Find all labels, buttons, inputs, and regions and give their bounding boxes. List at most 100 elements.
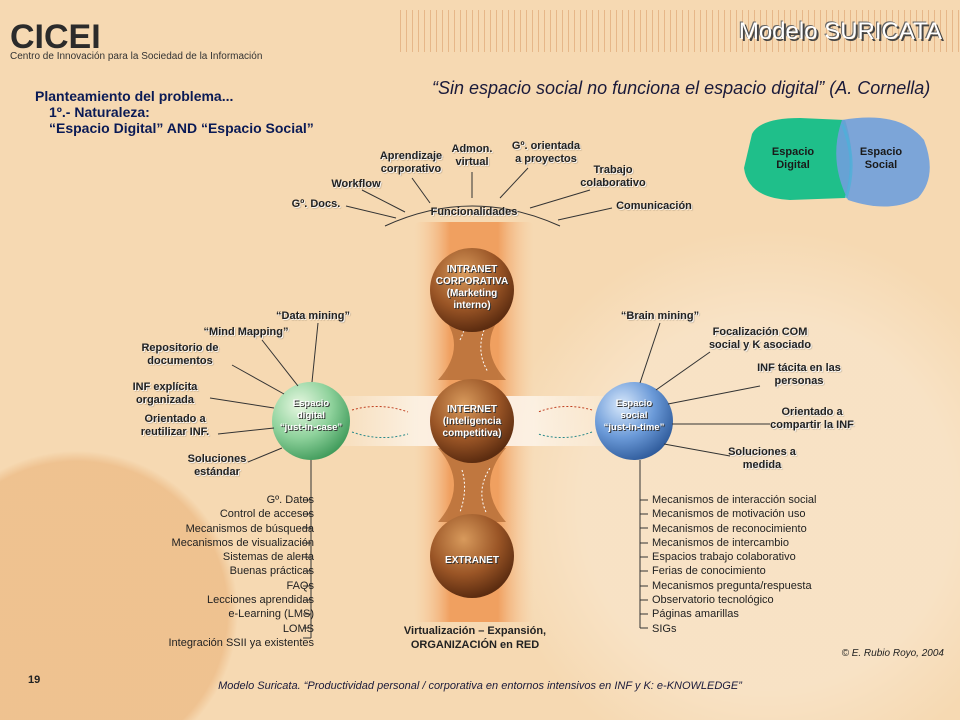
venn-social-l1: Espacio (859, 146, 903, 158)
left-list-item: e-Learning (LMS) (228, 608, 314, 621)
intranet-label: INTRANET CORPORATIVA (Marketing interno) (432, 264, 512, 312)
right-list-item: Espacios trabajo colaborativo (652, 551, 796, 564)
spoke-reutilizar: Orientado a reutilizar INF. (140, 413, 210, 438)
digital-l3: “just-in-case” (279, 422, 343, 433)
extranet-label: EXTRANET (445, 555, 499, 566)
svg-text:CICEI: CICEI (10, 18, 100, 54)
spoke-mind-mapping: “Mind Mapping” (203, 326, 289, 338)
intranet-l4: interno) (453, 300, 491, 311)
spoke-focalizacion: Focalización COM social y K asociado (708, 326, 812, 351)
left-list-item: Buenas prácticas (229, 565, 314, 578)
right-list-item: Mecanismos de intercambio (652, 536, 789, 549)
spoke-inf-tacita: INF tácita en las personas (757, 362, 841, 387)
venn-social-label: Espacio Social (846, 146, 916, 172)
intranet-l2: CORPORATIVA (435, 276, 509, 287)
copyright: © E. Rubio Royo, 2004 (841, 648, 944, 659)
virtualizacion-l1: Virtualización – Expansión, (403, 625, 547, 637)
left-list-ticks (303, 499, 311, 639)
right-list-item: Observatorio tecnológico (652, 594, 774, 607)
left-list-item: Sistemas de alerta (222, 551, 314, 564)
func-item-trabajo: Trabajo colaborativo (580, 164, 646, 189)
spoke-compartir: Orientado a compartir la INF (770, 406, 854, 431)
venn-digital (744, 118, 852, 200)
func-item-comunicacion: Comunicación (616, 200, 692, 212)
func-item-proyectos: Gº. orientada a proyectos (511, 140, 581, 165)
funcionalidades-arc (384, 205, 561, 227)
dotted-arrow-3 (459, 469, 466, 513)
slide-title: Modelo SURICATA (738, 18, 942, 45)
left-list-item: Control de accesos (219, 508, 314, 521)
right-list-item: Mecanismos pregunta/respuesta (652, 579, 812, 592)
problem-line-3: “Espacio Digital” AND “Espacio Social” (49, 120, 314, 136)
left-list-item: Gº. Datos (266, 494, 314, 506)
logo-subtitle: Centro de Innovación para la Sociedad de… (10, 51, 263, 62)
venn-digital-l2: Digital (776, 159, 810, 171)
spoke-data-mining: “Data mining” (276, 310, 350, 322)
social-l3: “just-in-time” (603, 422, 665, 433)
arrow-left-bottom (351, 431, 409, 438)
social-l2: social (620, 410, 648, 421)
internet-l2: (Inteligencia (442, 416, 502, 427)
funcionalidades-label: Funcionalidades (430, 206, 518, 218)
intranet-l1: INTRANET (446, 264, 498, 275)
left-spokes (209, 322, 319, 638)
left-list-item: Mecanismos de visualización (171, 536, 314, 549)
venn-overlap (840, 123, 853, 199)
arrow-left-top (351, 406, 409, 413)
funcionalidades-spokes (345, 167, 613, 221)
right-list-item: Ferias de conocimiento (652, 565, 766, 578)
social-l1: Espacio (615, 398, 653, 409)
internet-label: INTERNET (Inteligencia competitiva) (432, 404, 512, 440)
venn-social (836, 117, 930, 207)
func-item-aprendizaje: Aprendizaje corporativo (379, 150, 443, 175)
espacio-social-label: Espacio social “just-in-time” (594, 398, 674, 434)
dotted-arrow-2 (480, 329, 489, 373)
right-spokes (639, 322, 770, 628)
left-list-item: Lecciones aprendidas (206, 594, 314, 607)
left-list-item: Integración SSII ya existentes (168, 636, 314, 649)
right-list-item: Mecanismos de interacción social (652, 494, 817, 506)
venn-digital-label: Espacio Digital (758, 146, 828, 172)
right-list-item: SIGs (652, 622, 677, 635)
func-item-admon: Admon. virtual (451, 143, 493, 168)
spoke-soluciones-medida: Soluciones a medida (728, 446, 796, 471)
right-list-item: Mecanismos de reconocimiento (652, 522, 807, 535)
internet-sphere (430, 379, 514, 463)
cicei-logo: CICEI (10, 18, 100, 54)
right-list-item: Páginas amarillas (652, 608, 739, 621)
footer-caption: Modelo Suricata. “Productividad personal… (218, 680, 742, 692)
espacio-digital-label: Espacio digital “just-in-case” (271, 398, 351, 434)
connector-bottom (438, 448, 506, 522)
spoke-soluciones-estandar: Soluciones estándar (187, 453, 247, 478)
right-list-ticks (640, 499, 648, 629)
left-list-item: FAQs (286, 579, 314, 592)
venn-social-l2: Social (864, 159, 898, 171)
func-item-workflow: Workflow (331, 178, 381, 190)
espacio-digital-sphere (272, 382, 350, 460)
arrow-right-bottom (537, 431, 593, 438)
title-band (400, 10, 960, 52)
spoke-inf-explicita: INF explícita organizada (132, 381, 198, 406)
slide-number: 19 (28, 674, 41, 686)
virtualizacion-caption: Virtualización – Expansión, ORGANIZACIÓN… (370, 624, 580, 652)
spoke-repositorio: Repositorio de documentos (141, 342, 219, 367)
venn-digital-l1: Espacio (771, 146, 815, 158)
func-item-docs: Gº. Docs. (291, 198, 341, 210)
digital-l1: Espacio (292, 398, 330, 409)
virtualizacion-l2: ORGANIZACIÓN en RED (410, 639, 540, 651)
left-list-item: LOMS (282, 622, 314, 635)
spoke-brain-mining: “Brain mining” (620, 310, 700, 322)
problem-statement: Planteamiento del problema... 1º.- Natur… (35, 88, 314, 136)
arrow-right-top (537, 406, 593, 413)
problem-line-2: 1º.- Naturaleza: (49, 104, 150, 120)
internet-l3: competitiva) (442, 428, 502, 439)
intranet-l3: (Marketing (446, 288, 498, 299)
internet-l1: INTERNET (447, 404, 497, 415)
extranet-sphere (430, 514, 514, 598)
espacio-social-sphere (595, 382, 673, 460)
digital-l2: digital (297, 410, 325, 421)
problem-line-1: Planteamiento del problema... (35, 88, 234, 104)
